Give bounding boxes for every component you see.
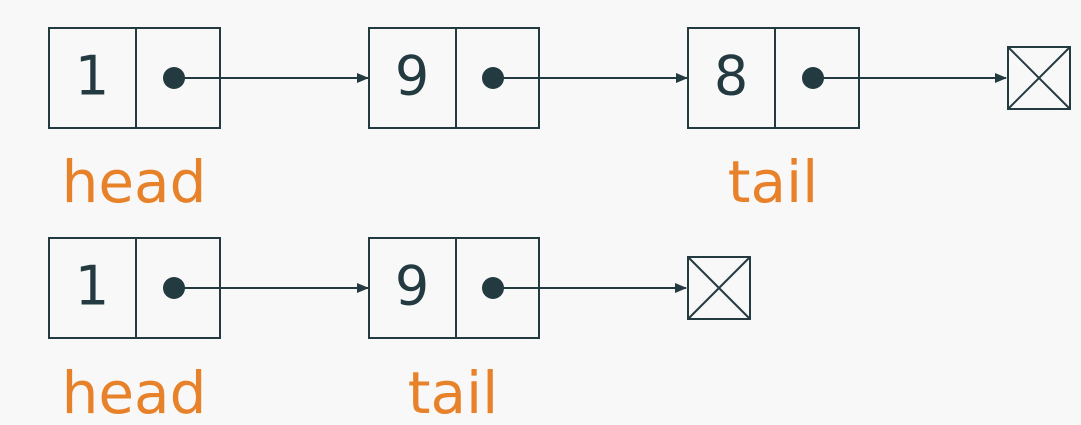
node-value: 9 bbox=[395, 45, 429, 108]
head-label: head bbox=[62, 148, 207, 216]
null-terminator-icon bbox=[1007, 46, 1071, 110]
list-node: 1 bbox=[48, 237, 221, 339]
node-value: 8 bbox=[714, 45, 748, 108]
node-value: 1 bbox=[75, 45, 109, 108]
head-label: head bbox=[62, 359, 207, 425]
tail-label: tail bbox=[728, 148, 819, 216]
null-terminator-icon bbox=[687, 256, 751, 320]
tail-label: tail bbox=[408, 359, 499, 425]
list-after: 1 9 head tail bbox=[48, 237, 751, 425]
node-value: 9 bbox=[395, 255, 429, 318]
node-value: 1 bbox=[75, 255, 109, 318]
list-before: 1 9 8 head tail bbox=[48, 27, 1071, 216]
